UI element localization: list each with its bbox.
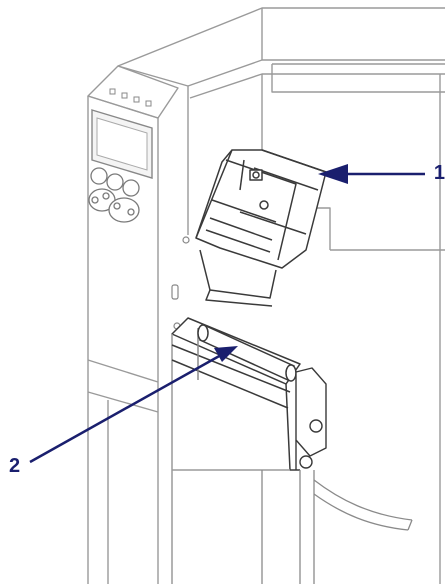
side-ports <box>171 236 190 330</box>
callout-arrows <box>29 164 425 464</box>
lcd-display <box>91 109 153 179</box>
arrowhead-2 <box>214 346 238 362</box>
latch-arm <box>295 367 327 470</box>
platen-roller <box>197 324 297 382</box>
status-leds <box>109 88 152 107</box>
arrowhead-1 <box>318 164 348 184</box>
front-panel <box>87 65 179 584</box>
leader-line-2 <box>29 348 231 464</box>
media-path <box>261 470 413 584</box>
callout-label-2: 2 <box>9 455 21 477</box>
printhead-assembly <box>195 149 327 307</box>
callout-label-1: 1 <box>433 162 445 184</box>
control-buttons <box>88 167 140 223</box>
printer-housing <box>117 7 445 584</box>
lower-mechanism <box>171 317 301 584</box>
